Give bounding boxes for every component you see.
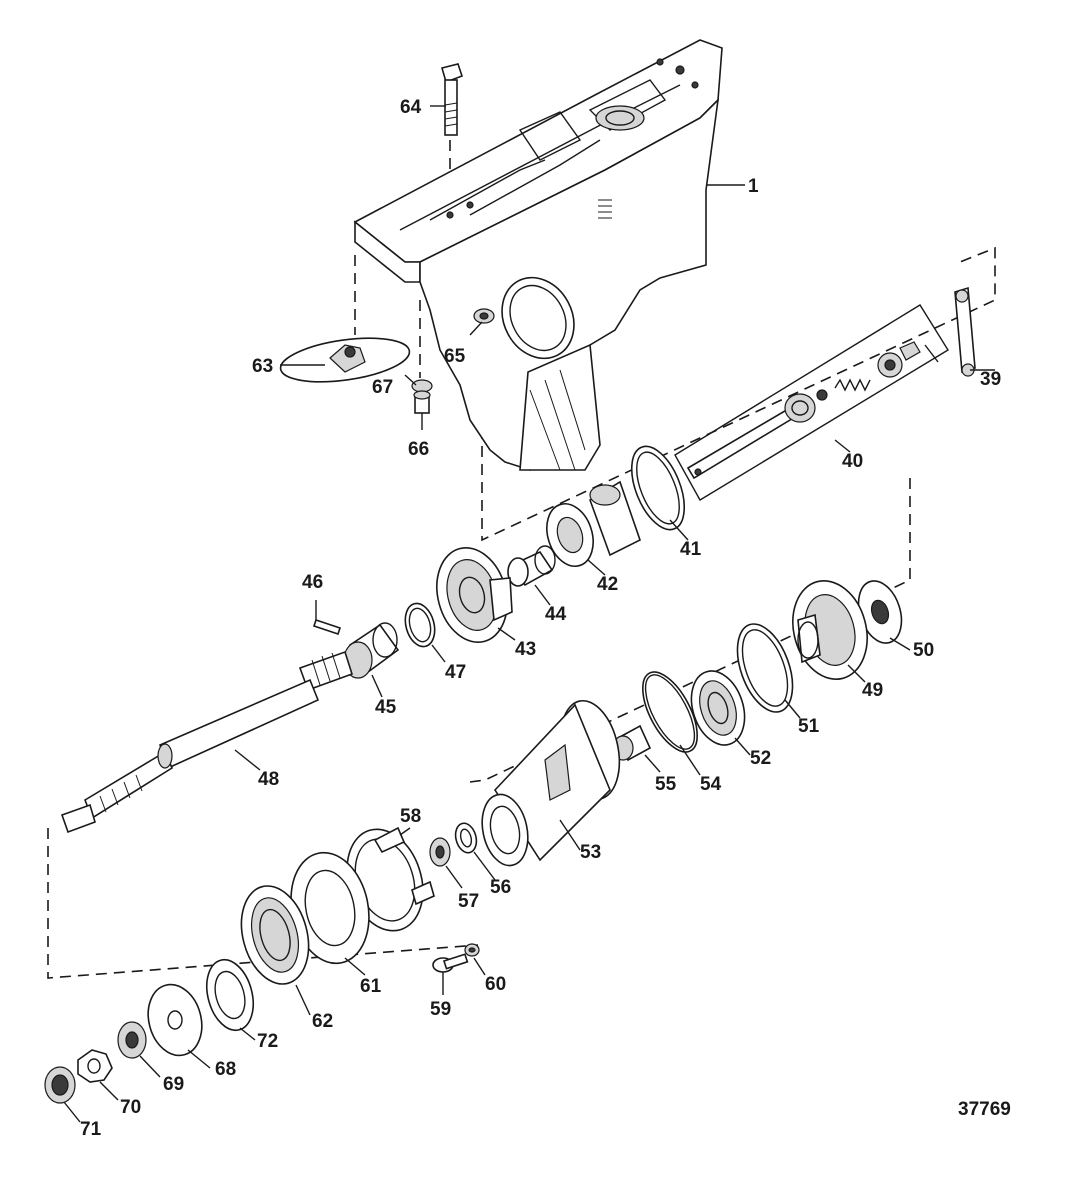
bearing-carrier-53 xyxy=(481,699,621,867)
bearing-62 xyxy=(240,885,310,985)
callout-1: 1 xyxy=(748,176,759,197)
callout-40: 40 xyxy=(842,451,863,472)
callout-65: 65 xyxy=(444,346,466,367)
bolt-59-washer-60 xyxy=(432,943,480,973)
clutch-45 xyxy=(343,622,400,679)
o-ring-54 xyxy=(642,671,698,753)
callout-59: 59 xyxy=(430,999,451,1020)
tab-washer-72 xyxy=(205,958,255,1032)
shim-41 xyxy=(630,445,686,531)
callout-48: 48 xyxy=(258,769,279,790)
callout-57: 57 xyxy=(458,891,479,912)
callout-61: 61 xyxy=(360,976,382,997)
callout-44: 44 xyxy=(545,604,567,625)
callout-71: 71 xyxy=(80,1119,102,1140)
callout-53: 53 xyxy=(580,842,601,863)
bearing-55 xyxy=(612,724,652,762)
shift-assembly-40 xyxy=(674,304,949,501)
plate-61 xyxy=(290,851,370,965)
gear-49 xyxy=(792,580,868,680)
callout-50: 50 xyxy=(913,640,934,661)
washer-50 xyxy=(857,580,903,644)
nut-71 xyxy=(44,1066,76,1104)
anode-plate-63 xyxy=(279,337,411,383)
ball-bearing-52 xyxy=(690,670,746,746)
callout-68: 68 xyxy=(215,1059,236,1080)
callout-45: 45 xyxy=(375,697,397,718)
bearing-cup-42 xyxy=(589,480,641,557)
bolt-64 xyxy=(441,63,464,136)
callout-labels: 1 39 40 41 42 43 44 45 46 47 48 49 50 51… xyxy=(80,97,1001,1140)
callout-52: 52 xyxy=(750,748,771,769)
callout-55: 55 xyxy=(655,774,677,795)
propeller-shaft-48 xyxy=(60,650,353,834)
seal-57 xyxy=(429,837,451,867)
callout-47: 47 xyxy=(445,662,466,683)
callout-41: 41 xyxy=(680,539,702,560)
callout-66: 66 xyxy=(408,439,429,460)
callout-51: 51 xyxy=(798,716,820,737)
callout-63: 63 xyxy=(252,356,273,377)
callout-62: 62 xyxy=(312,1011,333,1032)
callout-43: 43 xyxy=(515,639,536,660)
callout-42: 42 xyxy=(597,574,618,595)
diagram-id: 37769 xyxy=(958,1099,1011,1120)
cross-pin-39 xyxy=(954,286,976,377)
callout-72: 72 xyxy=(257,1031,278,1052)
gear-housing xyxy=(353,39,723,472)
plug-65 xyxy=(473,308,495,324)
callout-58: 58 xyxy=(400,806,421,827)
spacer-69 xyxy=(117,1021,147,1059)
callout-70: 70 xyxy=(120,1097,141,1118)
thrust-hub-68 xyxy=(147,983,203,1057)
retaining-ring-47 xyxy=(404,602,436,648)
washer-56 xyxy=(454,822,478,854)
tab-washer-70 xyxy=(77,1049,113,1083)
screw-66-washer-67 xyxy=(411,379,433,414)
callout-67: 67 xyxy=(372,377,393,398)
callout-56: 56 xyxy=(490,877,511,898)
callout-69: 69 xyxy=(163,1074,184,1095)
callout-54: 54 xyxy=(700,774,722,795)
pin-46 xyxy=(312,618,342,636)
leader-lines xyxy=(63,105,995,1123)
bearing-cone-42 xyxy=(546,503,594,567)
callout-64: 64 xyxy=(400,97,422,118)
callout-49: 49 xyxy=(862,680,883,701)
callout-39: 39 xyxy=(980,369,1001,390)
bearing-44 xyxy=(507,545,556,587)
shim-51 xyxy=(736,623,794,713)
callout-46: 46 xyxy=(302,572,323,593)
gear-43 xyxy=(436,547,513,643)
callout-60: 60 xyxy=(485,974,506,995)
